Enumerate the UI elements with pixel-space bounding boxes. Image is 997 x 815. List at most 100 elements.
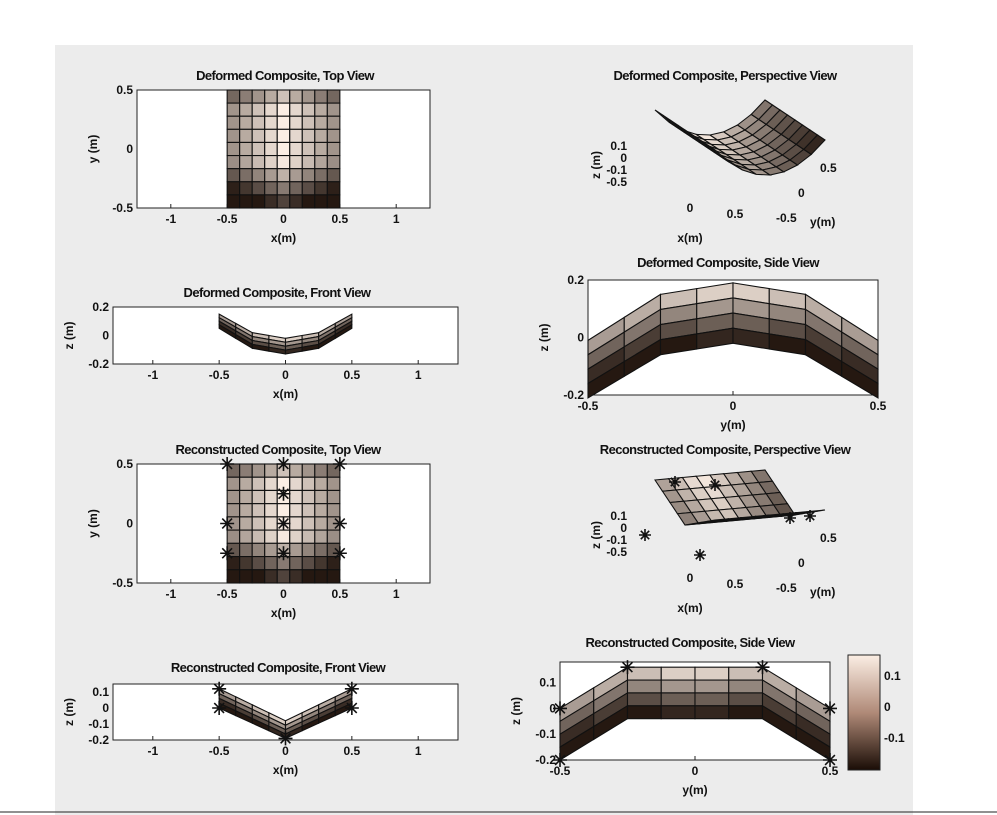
surface-cell bbox=[264, 194, 278, 209]
surface-cell bbox=[289, 503, 303, 518]
surface-cell bbox=[728, 692, 764, 707]
x-tick-label: -1 bbox=[147, 744, 158, 758]
surface-cell bbox=[314, 556, 328, 571]
x-tick-label: 0.5 bbox=[332, 212, 349, 226]
x-tick-label: 0 bbox=[730, 399, 737, 413]
surface-cell bbox=[239, 516, 253, 531]
y-axis-label: z (m) bbox=[62, 698, 76, 726]
surface-cell bbox=[301, 115, 316, 130]
y-axis-label: z (m) bbox=[537, 324, 551, 352]
surface-cell bbox=[251, 516, 266, 531]
surface-cell bbox=[276, 141, 291, 157]
surface-cell bbox=[226, 489, 241, 505]
sensor-marker bbox=[332, 457, 347, 471]
surface-cell bbox=[251, 115, 266, 130]
x-tick-label: -0.5 bbox=[217, 587, 238, 601]
y-tick-label: 0.5 bbox=[820, 161, 837, 175]
surface-cell bbox=[239, 556, 253, 571]
y-axis-label: y(m) bbox=[810, 215, 835, 229]
surface-cell bbox=[239, 115, 253, 130]
y-axis-label: z (m) bbox=[509, 697, 523, 725]
surface-cell bbox=[326, 155, 341, 170]
surface-cell bbox=[276, 128, 291, 143]
surface-cell bbox=[301, 194, 316, 209]
surface-cell bbox=[289, 181, 303, 196]
surface-cell bbox=[276, 168, 291, 183]
sensor-marker bbox=[553, 753, 567, 767]
surface-cell bbox=[314, 529, 328, 544]
sensor-marker bbox=[344, 681, 359, 696]
surface-cell bbox=[326, 168, 341, 183]
surface-cell bbox=[626, 692, 662, 707]
chart-title: Deformed Composite, Side View bbox=[637, 255, 820, 270]
surface-cell bbox=[314, 115, 328, 130]
surface-cell bbox=[251, 463, 266, 478]
chart-title: Deformed Composite, Front View bbox=[184, 285, 372, 300]
surface-cell bbox=[276, 102, 291, 117]
surface-cell bbox=[326, 89, 341, 104]
surface-cell bbox=[239, 102, 253, 117]
x-axis-label: x(m) bbox=[271, 606, 296, 620]
surface-cell bbox=[289, 89, 303, 104]
surface-cell bbox=[239, 181, 253, 196]
x-axis-label: x(m) bbox=[273, 763, 298, 777]
surface-cell bbox=[251, 102, 266, 117]
surface-cell bbox=[289, 463, 303, 478]
y-tick-label: 0 bbox=[798, 556, 805, 570]
surface-cell bbox=[289, 489, 303, 505]
colorbar: 0.1 0 -0.1 bbox=[847, 654, 905, 771]
surface-cell bbox=[289, 155, 303, 170]
surface-cell bbox=[626, 705, 662, 720]
x-tick-label: 0.5 bbox=[344, 744, 361, 758]
sensor-marker bbox=[212, 701, 227, 715]
surface bbox=[654, 99, 826, 176]
x-axis-label: x(m) bbox=[273, 387, 298, 401]
surface-cell bbox=[301, 503, 316, 518]
surface-cell bbox=[314, 168, 328, 183]
z-axis-label: z (m) bbox=[589, 521, 603, 549]
surface-cell bbox=[264, 128, 278, 143]
y-axis-label: z (m) bbox=[62, 322, 76, 350]
x-tick-label: 0.5 bbox=[727, 577, 744, 591]
surface-cell bbox=[314, 463, 328, 478]
x-tick-label: 0 bbox=[692, 764, 699, 778]
surface-cell bbox=[251, 476, 266, 491]
surface-cell bbox=[276, 194, 291, 209]
surface-cell bbox=[326, 489, 341, 505]
surface-cell bbox=[239, 476, 253, 491]
y-axis-label: y (m) bbox=[86, 135, 100, 164]
surface-cell bbox=[301, 155, 316, 170]
z-axis-label: z (m) bbox=[589, 151, 603, 179]
surface-cell bbox=[226, 181, 241, 196]
x-tick-label: 0 bbox=[280, 587, 287, 601]
sensor-marker bbox=[694, 549, 706, 561]
z-tick-label: -0.1 bbox=[606, 533, 627, 547]
surface-cell bbox=[251, 542, 266, 558]
y-tick-label: 0 bbox=[798, 186, 805, 200]
sensor-marker bbox=[212, 681, 227, 696]
surface-cell bbox=[226, 128, 241, 143]
surface-cell bbox=[226, 476, 241, 491]
y-tick-label: 0.2 bbox=[92, 300, 109, 314]
surface-cell bbox=[251, 141, 266, 157]
surface-cell bbox=[326, 102, 341, 117]
surface-cell bbox=[301, 476, 316, 491]
sensor-marker bbox=[620, 660, 635, 675]
surface-cell bbox=[301, 141, 316, 157]
surface-cell bbox=[694, 666, 730, 681]
sensor-marker bbox=[332, 546, 347, 561]
surface-cell bbox=[660, 705, 696, 720]
surface-cell bbox=[626, 666, 662, 681]
surface-cell bbox=[301, 569, 316, 584]
x-tick-label: 0.5 bbox=[332, 587, 349, 601]
surface-cell bbox=[276, 89, 291, 104]
surface-cell bbox=[289, 529, 303, 544]
surface-cell bbox=[226, 102, 241, 117]
surface-cell bbox=[289, 542, 303, 558]
surface-cell bbox=[264, 503, 278, 518]
y-tick-label: 0 bbox=[102, 701, 109, 715]
